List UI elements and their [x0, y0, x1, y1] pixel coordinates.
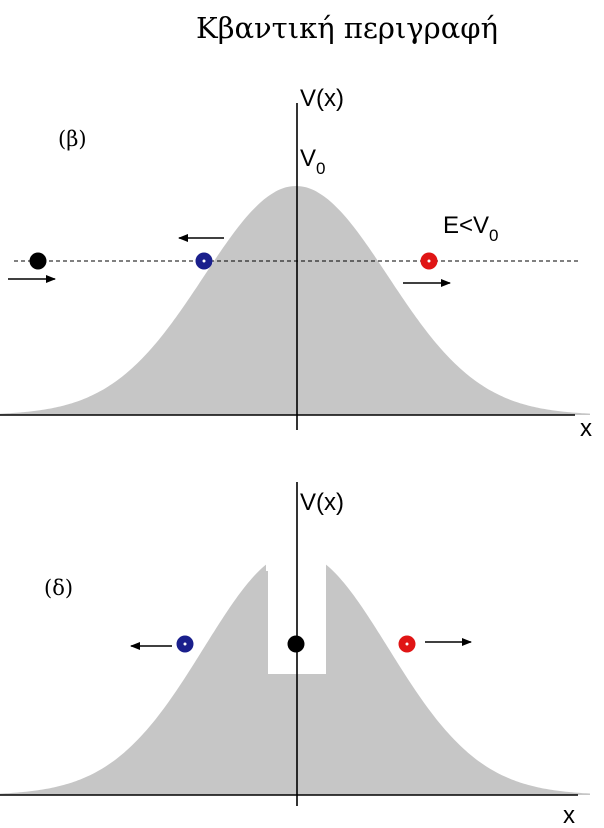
- peak-label: V0: [300, 145, 325, 178]
- panel-delta: V(x) x (δ): [0, 482, 590, 828]
- particle-highlight: [427, 259, 431, 263]
- potential-barrier-beta: [0, 186, 590, 415]
- particle-black-incident: [29, 252, 47, 270]
- panel-label-beta: (β): [58, 127, 87, 151]
- potential-barrier-delta: [0, 564, 590, 795]
- x-axis-label-delta: x: [563, 802, 575, 828]
- panel-label-delta: (δ): [44, 576, 73, 600]
- x-axis-label-beta: x: [580, 415, 592, 442]
- particle-black-trapped: [287, 635, 305, 653]
- page-title: Κβαντική περιγραφή: [196, 11, 498, 45]
- particle-highlight: [202, 259, 206, 263]
- y-axis-label-beta: V(x): [300, 85, 344, 112]
- particle-highlight: [405, 642, 409, 646]
- y-axis-label-delta: V(x): [300, 489, 344, 516]
- energy-label: E<V0: [443, 212, 499, 245]
- panel-beta: V(x) x (β) V0 E<V0: [0, 85, 592, 442]
- particle-highlight: [183, 642, 187, 646]
